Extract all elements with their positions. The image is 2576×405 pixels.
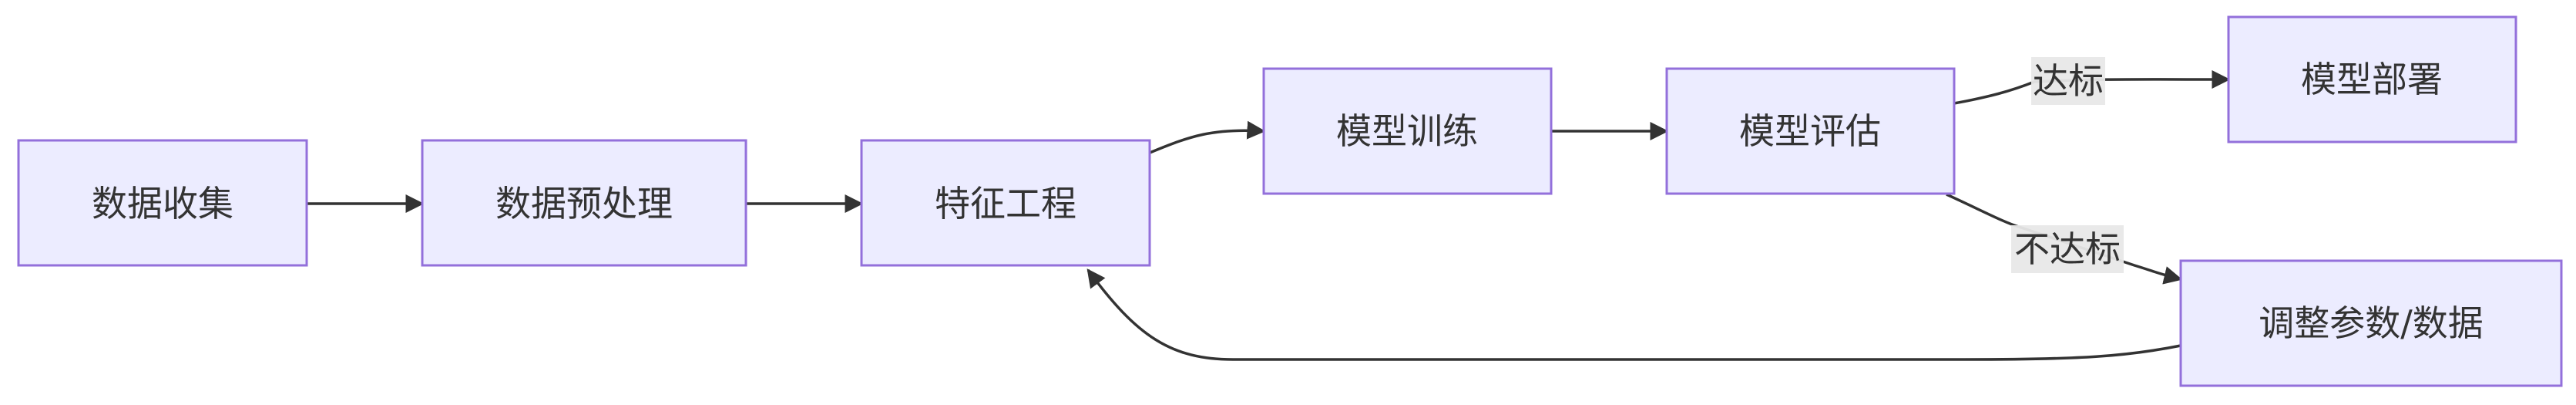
node-preprocess-box	[421, 139, 747, 267]
node-preprocess[interactable]: 数据预处理	[421, 139, 747, 267]
node-evaluate[interactable]: 模型评估	[1665, 67, 1956, 195]
edge-label-fail: 不达标	[2011, 225, 2124, 273]
node-deploy[interactable]: 模型部署	[2227, 15, 2517, 143]
edge-label-pass: 达标	[2031, 57, 2105, 105]
node-evaluate-box	[1665, 67, 1956, 195]
node-train[interactable]: 模型训练	[1262, 67, 1553, 195]
node-deploy-box	[2227, 15, 2517, 143]
node-adjust-label: 调整参数/数据	[2259, 302, 2484, 344]
node-train-box	[1262, 67, 1553, 195]
edge-label-fail-bg	[2011, 225, 2124, 273]
node-adjust[interactable]: 调整参数/数据	[2179, 259, 2563, 387]
edge-label-pass-text: 达标	[2033, 60, 2104, 102]
edge-label-pass-bg	[2031, 57, 2105, 105]
node-train-label: 模型训练	[1336, 110, 1478, 152]
edge-adjust-to-feature	[1086, 268, 2181, 361]
node-collect[interactable]: 数据收集	[17, 139, 308, 267]
node-adjust-box	[2179, 259, 2563, 387]
node-deploy-label: 模型部署	[2301, 59, 2443, 100]
node-feature-label: 特征工程	[935, 183, 1076, 224]
node-feature[interactable]: 特征工程	[860, 139, 1151, 267]
node-collect-label: 数据收集	[92, 183, 233, 224]
edge-feature-to-train	[1149, 120, 1266, 154]
edge-label-fail-text: 不达标	[2014, 228, 2121, 270]
node-feature-box	[860, 139, 1151, 267]
node-preprocess-label: 数据预处理	[495, 183, 673, 224]
node-evaluate-label: 模型评估	[1739, 110, 1881, 152]
node-collect-box	[17, 139, 308, 267]
